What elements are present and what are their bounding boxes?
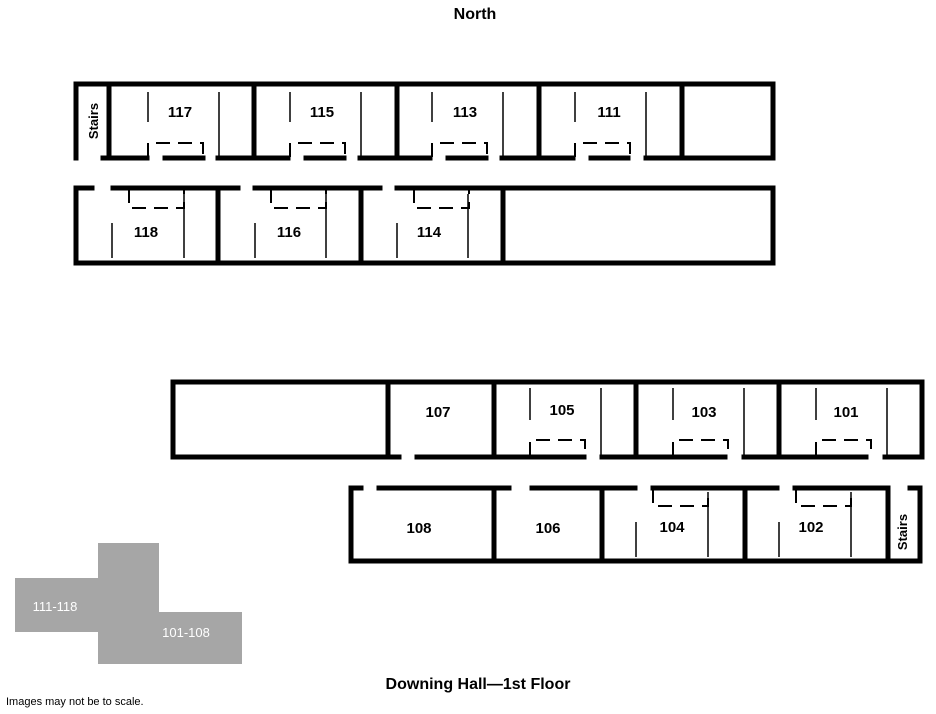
room-106: 106: [535, 520, 560, 537]
room-118: 118: [134, 224, 158, 241]
room-113: 113: [453, 104, 477, 121]
room-101: 101: [833, 404, 858, 421]
room-105: 105: [549, 402, 574, 419]
scale-note: Images may not be to scale.: [6, 696, 144, 708]
room-103: 103: [691, 404, 716, 421]
north-wing: Stairs 117 115 113 111 118 116 114: [73, 81, 776, 266]
floor-title: Downing Hall—1st Floor: [385, 676, 571, 693]
room-111: 111: [597, 104, 620, 121]
stairs-label: Stairs: [86, 103, 101, 139]
stairs-label: Stairs: [895, 514, 910, 550]
key-building-shape: [15, 543, 242, 664]
room-107: 107: [425, 404, 450, 421]
room-102: 102: [798, 519, 823, 536]
compass-label: North: [453, 6, 497, 23]
key-label-south-wing: 101-108: [162, 625, 210, 640]
room-104: 104: [659, 519, 685, 536]
room-117: 117: [168, 104, 192, 121]
room-116: 116: [277, 224, 301, 241]
room-115: 115: [310, 104, 334, 121]
key-label-north-wing: 111-118: [33, 599, 78, 614]
room-108: 108: [406, 520, 431, 537]
room-114: 114: [417, 224, 442, 241]
south-wing: Stairs 107 105 103 101 108 106 104 102: [170, 379, 925, 564]
building-key-map: 111-118 101-108: [15, 543, 242, 664]
